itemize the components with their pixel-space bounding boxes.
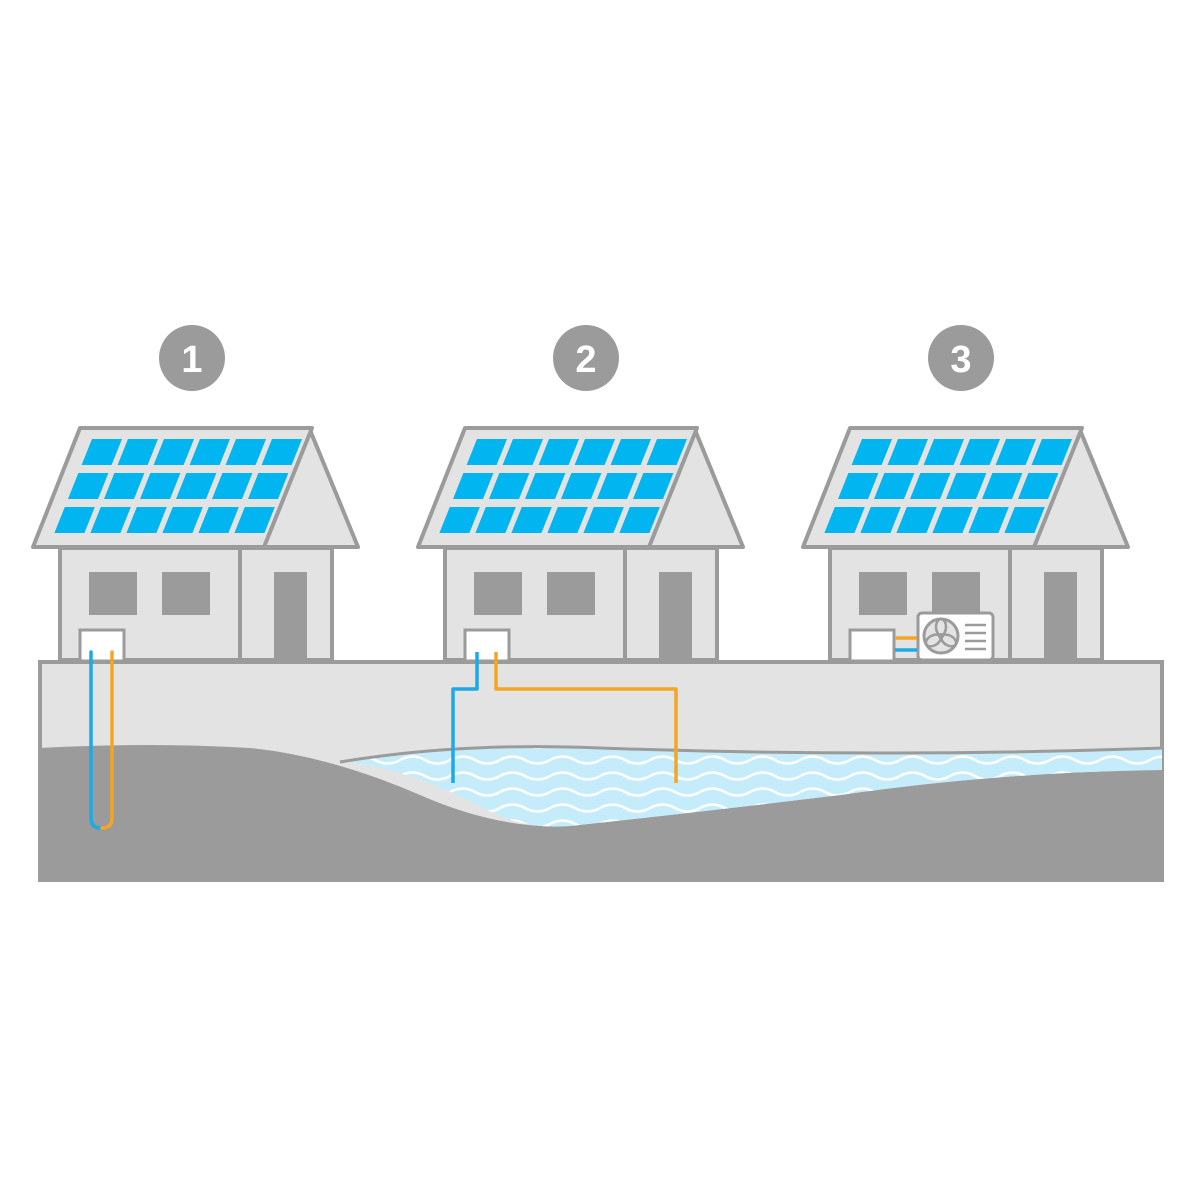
solar-cell: [633, 473, 674, 499]
solar-cell: [104, 473, 145, 499]
solar-cell: [646, 439, 687, 465]
solar-cell: [466, 439, 507, 465]
solar-cell: [874, 473, 915, 499]
solar-cell: [959, 439, 1000, 465]
solar-cell: [162, 507, 203, 533]
solar-cell: [153, 439, 194, 465]
solar-cell: [574, 439, 615, 465]
solar-cell: [896, 507, 937, 533]
solar-cell: [1004, 507, 1045, 533]
solar-cell: [489, 473, 530, 499]
solar-cell: [1018, 473, 1059, 499]
badge-number: 1: [181, 339, 202, 381]
solar-cell: [234, 507, 275, 533]
solar-cell: [619, 507, 660, 533]
pipes-house-3: [895, 636, 917, 652]
solar-cell: [860, 507, 901, 533]
solar-cell: [525, 473, 566, 499]
solar-cell: [81, 439, 122, 465]
solar-cell: [225, 439, 266, 465]
solar-cell: [583, 507, 624, 533]
badge-3: 3: [928, 325, 994, 391]
solar-cell: [982, 473, 1023, 499]
solar-cell: [439, 507, 480, 533]
solar-cell: [538, 439, 579, 465]
pipes-house-2: [451, 652, 678, 783]
numbered-circle-icon: [553, 325, 619, 391]
fan-icon: [922, 617, 960, 655]
solar-cell: [561, 473, 602, 499]
heat-pump-indoor-unit: [463, 628, 511, 663]
ground-deep-layer: [40, 745, 1162, 880]
solar-cell: [68, 473, 109, 499]
solar-cell: [932, 507, 973, 533]
aquifer-top-edge: [339, 745, 1163, 764]
solar-cell: [995, 439, 1036, 465]
solar-cell: [140, 473, 181, 499]
house-2: [416, 426, 745, 663]
solar-cell: [176, 473, 217, 499]
solar-cell: [968, 507, 1009, 533]
pipes-house-1: [89, 650, 114, 830]
numbered-circle-icon: [928, 325, 994, 391]
solar-cell: [261, 439, 302, 465]
solar-cell: [502, 439, 543, 465]
solar-cell: [54, 507, 95, 533]
badge-number: 3: [950, 339, 971, 381]
solar-cell: [90, 507, 131, 533]
solar-cell: [887, 439, 928, 465]
solar-cell: [597, 473, 638, 499]
solar-cell: [453, 473, 494, 499]
house-3: [801, 426, 1130, 663]
solar-panel-icon: [439, 439, 687, 533]
badge-number: 2: [575, 339, 596, 381]
solar-cell: [198, 507, 239, 533]
heat-pump-indoor-unit: [848, 628, 896, 663]
solar-panel-icon: [824, 439, 1072, 533]
heat-pump-indoor-unit: [78, 628, 126, 663]
ground: [38, 660, 1164, 882]
house-1: [31, 426, 360, 663]
solar-cell: [189, 439, 230, 465]
solar-cell: [511, 507, 552, 533]
solar-cell: [1031, 439, 1072, 465]
solar-cell: [838, 473, 879, 499]
solar-cell: [547, 507, 588, 533]
solar-cell: [475, 507, 516, 533]
solar-cell: [851, 439, 892, 465]
solar-panel-icon: [54, 439, 302, 533]
outdoor-fan-unit: [916, 611, 995, 662]
badge-2: 2: [553, 325, 619, 391]
solar-cell: [824, 507, 865, 533]
solar-cell: [910, 473, 951, 499]
solar-cell: [248, 473, 289, 499]
numbered-circle-icon: [159, 325, 225, 391]
solar-cell: [126, 507, 167, 533]
solar-cell: [212, 473, 253, 499]
solar-cell: [923, 439, 964, 465]
solar-cell: [610, 439, 651, 465]
badge-1: 1: [159, 325, 225, 391]
solar-cell: [117, 439, 158, 465]
solar-cell: [946, 473, 987, 499]
